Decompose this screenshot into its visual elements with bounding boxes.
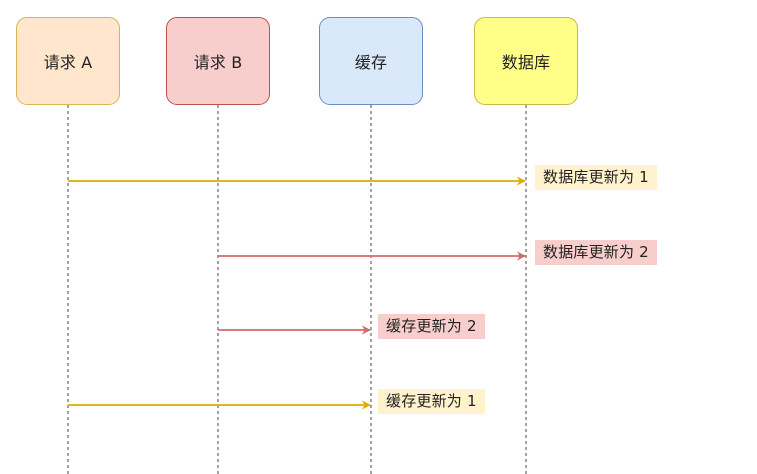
message-label-db-update-1: 数据库更新为 1 — [535, 165, 657, 190]
participant-database-label: 数据库 — [501, 53, 551, 72]
participant-request-a-label: 请求 A — [43, 53, 93, 72]
participant-cache-label: 缓存 — [354, 53, 388, 72]
participant-request-b-label: 请求 B — [193, 53, 243, 72]
participant-request-a: 请求 A — [16, 17, 120, 105]
participant-database: 数据库 — [474, 17, 578, 105]
participant-cache: 缓存 — [319, 17, 423, 105]
message-label-cache-update-1: 缓存更新为 1 — [378, 389, 485, 414]
message-label-db-update-2: 数据库更新为 2 — [535, 240, 657, 265]
message-label-cache-update-2: 缓存更新为 2 — [378, 314, 485, 339]
participant-request-b: 请求 B — [166, 17, 270, 105]
